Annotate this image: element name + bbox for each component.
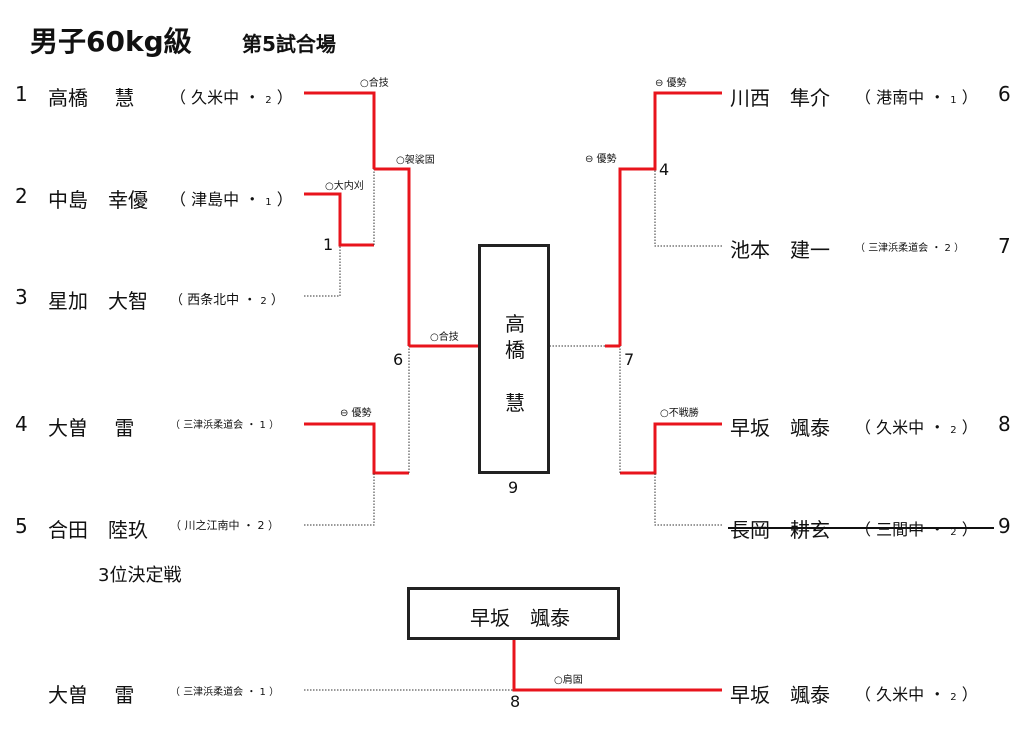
left-seed-3: 3 <box>15 285 28 309</box>
tech-left-final: ○合技 <box>430 332 459 343</box>
third-right-grade: 2 <box>950 692 957 703</box>
third-right-aff: （ 久米中 ・ 2 ） <box>855 685 978 704</box>
mat-label: 第5試合場 <box>242 32 336 56</box>
path-third-right <box>512 640 722 692</box>
left-grade-2: 1 <box>265 197 272 208</box>
left-aff-2: （ 津島中 ・ 1 ） <box>170 190 293 209</box>
path-seed-8 <box>620 422 722 475</box>
left-aff-3: （ 西条北中 ・ 2 ） <box>170 293 284 308</box>
match-number-8: 8 <box>510 692 521 711</box>
left-grade-5: 2 <box>257 519 265 532</box>
left-seed-1: 1 <box>15 82 28 106</box>
third-left-school: 三津浜柔道会 <box>183 687 244 698</box>
left-aff-4: （ 三津浜柔道会 ・ 1 ） <box>170 420 280 431</box>
right-school-8: 久米中 <box>876 418 925 437</box>
left-seed-5: 5 <box>15 514 28 538</box>
match-number-9: 9 <box>508 478 519 497</box>
left-grade-3: 2 <box>260 296 267 307</box>
left-aff-1: （ 久米中 ・ 2 ） <box>170 88 293 107</box>
path-seed-6 <box>618 91 722 346</box>
left-grade-4: 1 <box>259 420 266 431</box>
path-seed-4 <box>304 422 409 475</box>
right-school-7: 三津浜柔道会 <box>868 243 929 254</box>
right-seed-6: 6 <box>998 82 1011 106</box>
right-name-7: 池本 建一 <box>730 238 830 262</box>
third-left-aff: （ 三津浜柔道会 ・ 1 ） <box>170 687 280 698</box>
right-grade-6: 1 <box>950 95 957 106</box>
champion-box: 高橋 慧 <box>478 244 550 474</box>
right-grade-8: 2 <box>950 425 957 436</box>
left-school-3: 西条北中 <box>187 293 240 308</box>
path-seed-7 <box>654 169 722 247</box>
event-title: 男子60kg級 <box>30 25 192 58</box>
third-place-winner-name: 早坂 颯泰 <box>470 606 570 630</box>
right-school-9: 三間中 <box>876 520 925 539</box>
left-school-4: 三津浜柔道会 <box>183 420 244 431</box>
left-seed-4: 4 <box>15 412 28 436</box>
right-name-9: 長岡 耕玄 <box>730 518 830 542</box>
right-aff-9: （ 三間中 ・ 2 ） <box>855 520 978 539</box>
path-left-semi <box>374 167 411 346</box>
tech-third-place: ○肩固 <box>554 675 583 686</box>
third-right-school: 久米中 <box>876 685 925 704</box>
path-seed-1 <box>304 91 376 169</box>
left-name-2: 中島 幸優 <box>48 188 148 212</box>
left-aff-5: （ 川之江南中 ・ 2 ） <box>170 519 279 532</box>
right-aff-6: （ 港南中 ・ 1 ） <box>855 88 978 107</box>
tech-match-8v9: ○不戦勝 <box>660 408 699 419</box>
tech-left-semi: ○袈裟固 <box>396 155 435 166</box>
path-seed-9 <box>654 473 722 526</box>
left-seed-2: 2 <box>15 184 28 208</box>
path-seed-2 <box>304 192 374 247</box>
right-name-8: 早坂 颯泰 <box>730 416 830 440</box>
left-school-2: 津島中 <box>191 190 240 209</box>
path-seed-3 <box>304 245 341 297</box>
right-seed-7: 7 <box>998 234 1011 258</box>
right-school-6: 港南中 <box>876 88 925 107</box>
third-right-name: 早坂 颯泰 <box>730 683 830 707</box>
match-number-6: 6 <box>393 350 404 369</box>
tech-match-2v3: ○大内刈 <box>325 181 364 192</box>
left-grade-1: 2 <box>265 95 272 106</box>
right-aff-7: （ 三津浜柔道会 ・ 2 ） <box>855 243 965 254</box>
third-left-grade: 1 <box>259 687 266 698</box>
third-place-label: 3位決定戦 <box>98 565 182 586</box>
right-aff-8: （ 久米中 ・ 2 ） <box>855 418 978 437</box>
right-grade-7: 2 <box>944 243 951 254</box>
withdrawn-strikethrough <box>728 527 994 529</box>
left-name-1: 高橋 慧 <box>48 86 135 110</box>
right-seed-9: 9 <box>998 514 1011 538</box>
match-number-1: 1 <box>323 235 334 254</box>
left-school-1: 久米中 <box>191 88 240 107</box>
match-number-4: 4 <box>659 160 670 179</box>
tech-match-4v5: ⊖ 優勢 <box>340 408 372 419</box>
left-name-3: 星加 大智 <box>48 289 148 313</box>
tech-match-6v7: ⊖ 優勢 <box>655 78 687 89</box>
left-name-5: 合田 陸玖 <box>48 518 148 542</box>
champion-name-bottom: 慧 <box>505 391 525 415</box>
third-place-winner-box: 早坂 颯泰 <box>407 587 620 640</box>
left-school-5: 川之江南中 <box>184 519 240 532</box>
third-left-name: 大曽 雷 <box>48 683 135 707</box>
left-name-4: 大曽 雷 <box>48 416 135 440</box>
tech-match-1v1: ○合技 <box>360 78 389 89</box>
right-seed-8: 8 <box>998 412 1011 436</box>
champion-name-top: 高橋 <box>505 312 525 362</box>
match-number-7: 7 <box>624 350 635 369</box>
tech-right-semi: ⊖ 優勢 <box>585 154 617 165</box>
right-grade-9: 2 <box>950 527 957 538</box>
path-seed-5 <box>304 473 375 526</box>
right-name-6: 川西 隼介 <box>730 86 830 110</box>
